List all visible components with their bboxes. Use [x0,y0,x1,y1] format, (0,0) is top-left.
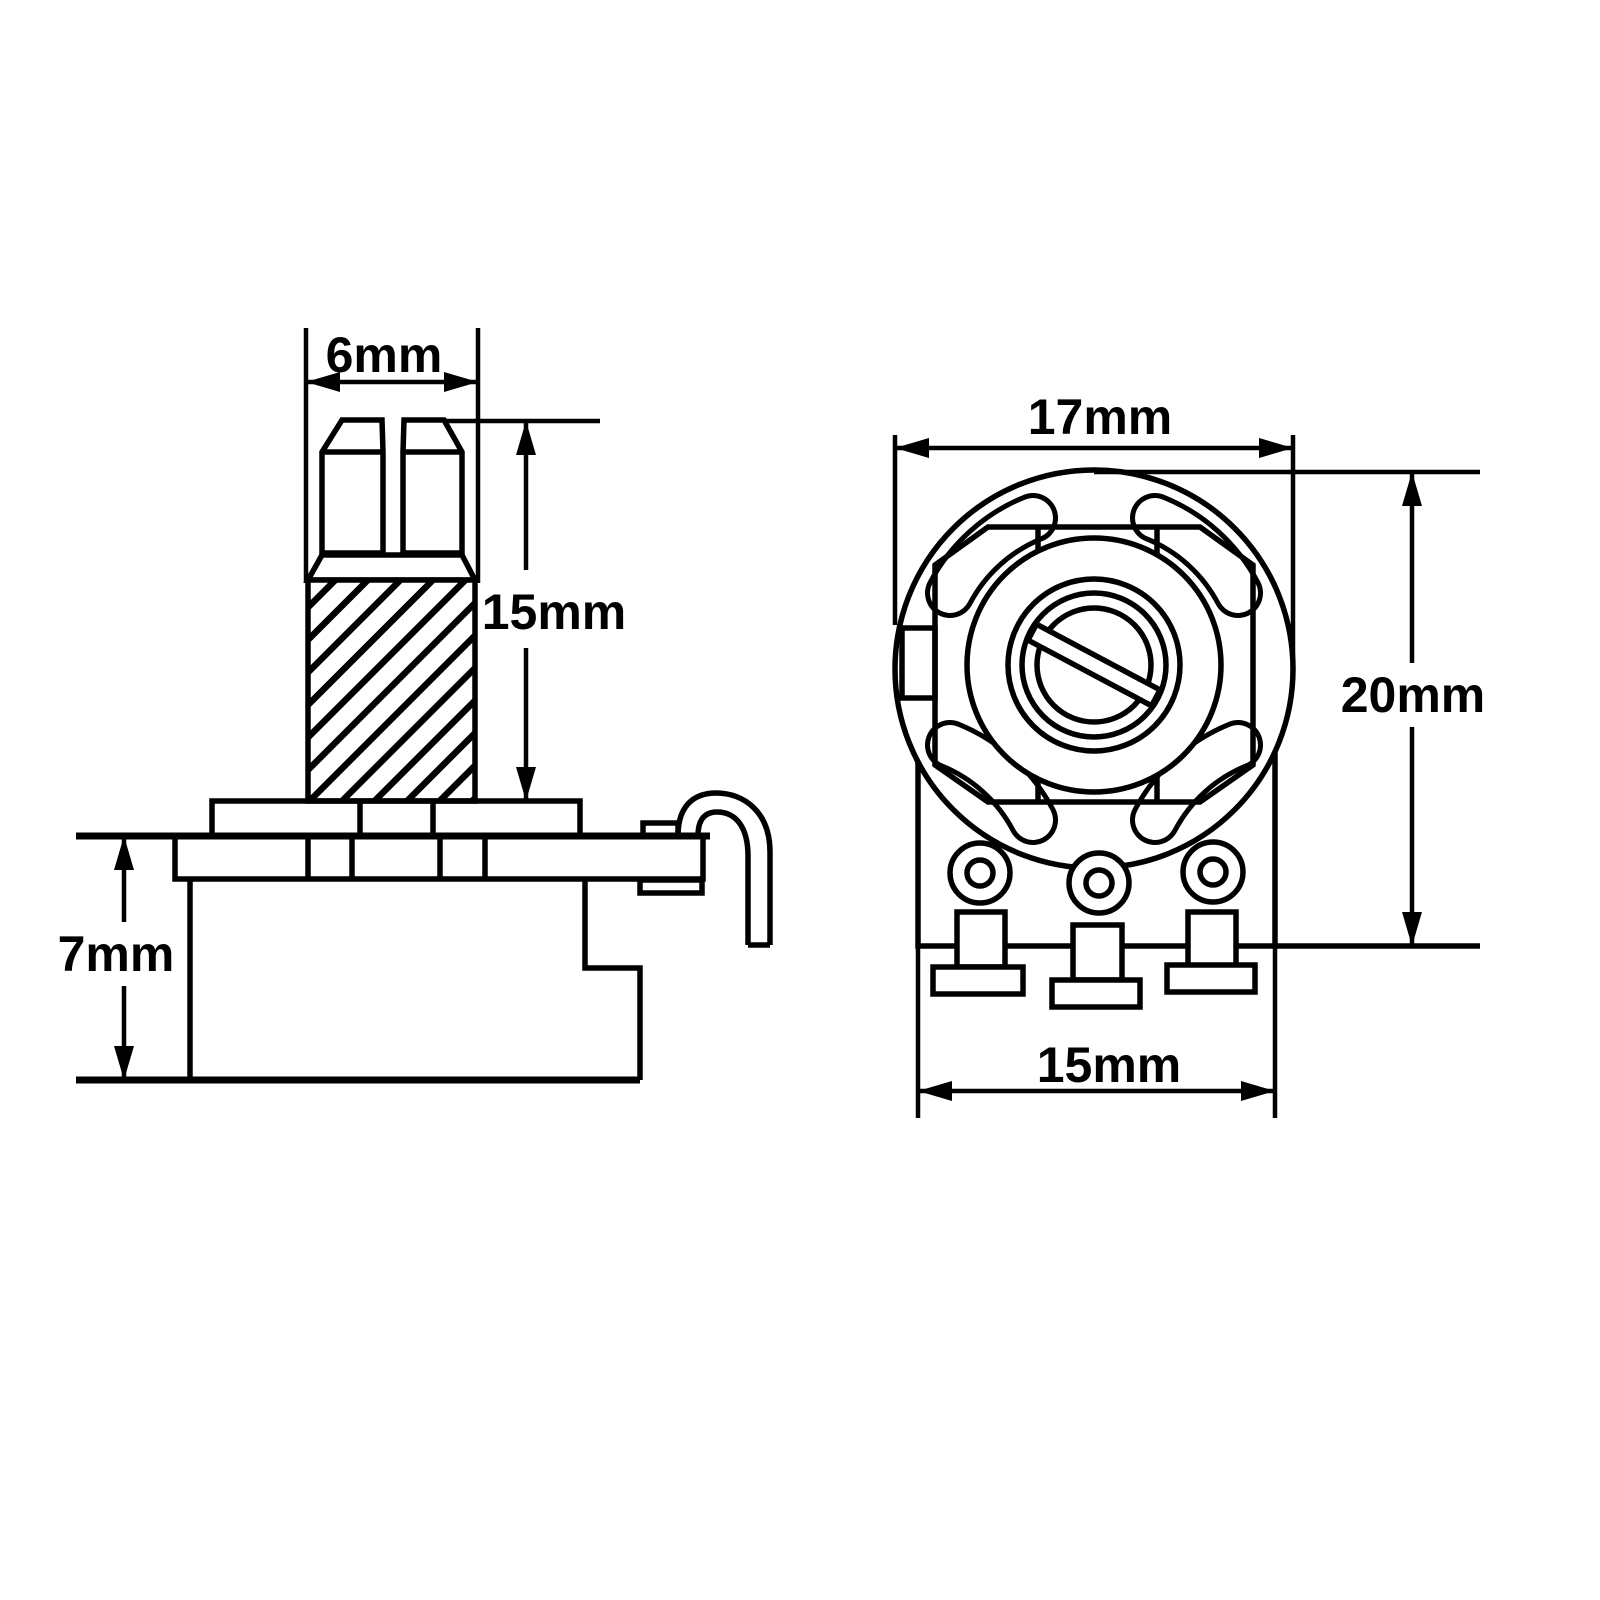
rotor-octagon [932,524,1256,805]
lug-lower-tab [637,877,705,896]
arrowhead-right [1259,438,1293,458]
arrowhead-up [516,421,536,455]
dim-label-body-width: 17mm [1028,389,1173,445]
washer-stack [209,798,583,839]
pot-body-side [76,879,643,1084]
shaft-half-left [319,417,386,556]
dimension-body-width: 17mm [892,389,1296,658]
bushing-nut-row [172,833,706,882]
dim-label-shaft-length: 15mm [482,584,627,640]
arrowhead-left [918,1081,952,1101]
arrowhead-left [306,372,340,392]
arrowhead-right [1241,1081,1275,1101]
dimension-overall-height: 20mm [1094,469,1486,946]
washer [209,798,583,839]
dimension-shaft-length: 15mm [444,418,627,801]
dimension-terminal-span: 15mm [915,946,1278,1118]
terminal-legs [930,909,1258,1010]
terminal-foot-left [930,964,1026,997]
finger-cutout-bottom-left-fill [930,725,1053,840]
terminal-foot-center [1049,977,1143,1010]
terminal-leg-right [1185,909,1239,970]
terminal-leg-left [954,909,1008,970]
rivet-hole [1197,856,1229,888]
finger-cutout-bottom-right-fill [1135,725,1258,840]
arrowhead-down [516,767,536,801]
screwdriver-slot [1026,622,1162,708]
terminal-rivets [947,839,1246,916]
lug-upper-tab [640,820,681,839]
shaft-half-right [400,417,465,556]
threaded-bushing-hatched [305,577,478,804]
terminal-leg-center [1070,922,1125,983]
dimension-body-depth: 7mm [58,836,175,1080]
finger-cutout-top-right-fill [1135,498,1258,613]
terminal-foot-right [1164,962,1258,995]
dim-label-shaft-diameter: 6mm [326,327,443,383]
cover-side-notch [899,625,938,701]
dim-label-terminal-span: 15mm [1037,1037,1182,1093]
lug-hook-inner [695,809,751,945]
solder-lug [637,790,773,948]
rivet-hole [1083,867,1115,899]
arrowhead-up [1402,472,1422,506]
front-view: 17mm 20mm 15mm [892,389,1486,1118]
arrowhead-right [444,372,478,392]
shaft-flare [303,552,480,583]
dimension-shaft-diameter: 6mm [303,327,481,583]
side-view: 6mm [58,327,773,1084]
center-shaft-boss [964,535,1224,795]
arrowhead-left [895,438,929,458]
finger-cutout-top-left-fill [930,498,1053,613]
rivet-hole [964,857,996,889]
split-shaft-top [303,417,480,583]
lug-hook-outer [675,790,773,945]
body-right-step-edge [582,879,643,1080]
arrowhead-down [114,1046,134,1080]
dim-label-overall-height: 20mm [1341,667,1486,723]
arrowhead-up [114,836,134,870]
cover-finger-cutouts [925,493,1263,845]
arrowhead-down [1402,912,1422,946]
boss-ring [1005,576,1183,754]
shaft-end-circle [1034,605,1154,725]
dim-label-body-depth: 7mm [58,926,175,982]
boss-ring [1019,590,1169,740]
